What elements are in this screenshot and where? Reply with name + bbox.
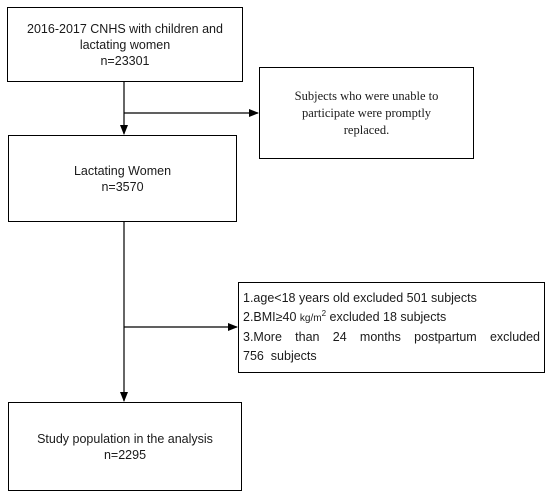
replaced-line-1: Subjects who were unable to bbox=[294, 88, 439, 103]
replaced-line-3: replaced. bbox=[343, 122, 390, 137]
exclusion-bmi-suffix: excluded 18 subjects bbox=[326, 310, 447, 324]
lactating-label: Lactating Women bbox=[73, 163, 172, 178]
exclusion-bmi-superscript: 2 bbox=[321, 308, 327, 318]
source-line-2: lactating women bbox=[79, 37, 171, 52]
study-population-count: n=2295 bbox=[103, 447, 147, 462]
lactating-count: n=3570 bbox=[101, 179, 144, 194]
source-line-1: 2016-2017 CNHS with children and bbox=[27, 21, 223, 36]
source-population-box: 2016-2017 CNHS with children and lactati… bbox=[7, 7, 243, 82]
exclusion-postpartum-line-2: 756 subjects bbox=[243, 349, 317, 363]
replaced-line-2: participate were promptly bbox=[301, 105, 432, 120]
exclusion-bmi-prefix: 2.BMI≥40 bbox=[243, 310, 300, 324]
study-population-box: Study population in the analysis n=2295 bbox=[8, 402, 242, 491]
exclusion-bmi-unit: kg/m bbox=[299, 313, 322, 324]
source-count: n=23301 bbox=[100, 53, 150, 68]
lactating-women-box: Lactating Women n=3570 bbox=[8, 135, 237, 222]
replaced-subjects-box: Subjects who were unable to participate … bbox=[259, 67, 474, 159]
exclusion-age: 1.age<18 years old excluded 501 subjects bbox=[243, 291, 477, 305]
exclusion-postpartum-line-1: 3.More than 24 months postpartum exclude… bbox=[243, 330, 540, 344]
exclusion-criteria-box: 1.age<18 years old excluded 501 subjects… bbox=[238, 282, 545, 373]
exclusion-bmi: 2.BMI≥40 kg/m2 excluded 18 subjects bbox=[243, 308, 540, 328]
study-population-label: Study population in the analysis bbox=[37, 431, 213, 446]
